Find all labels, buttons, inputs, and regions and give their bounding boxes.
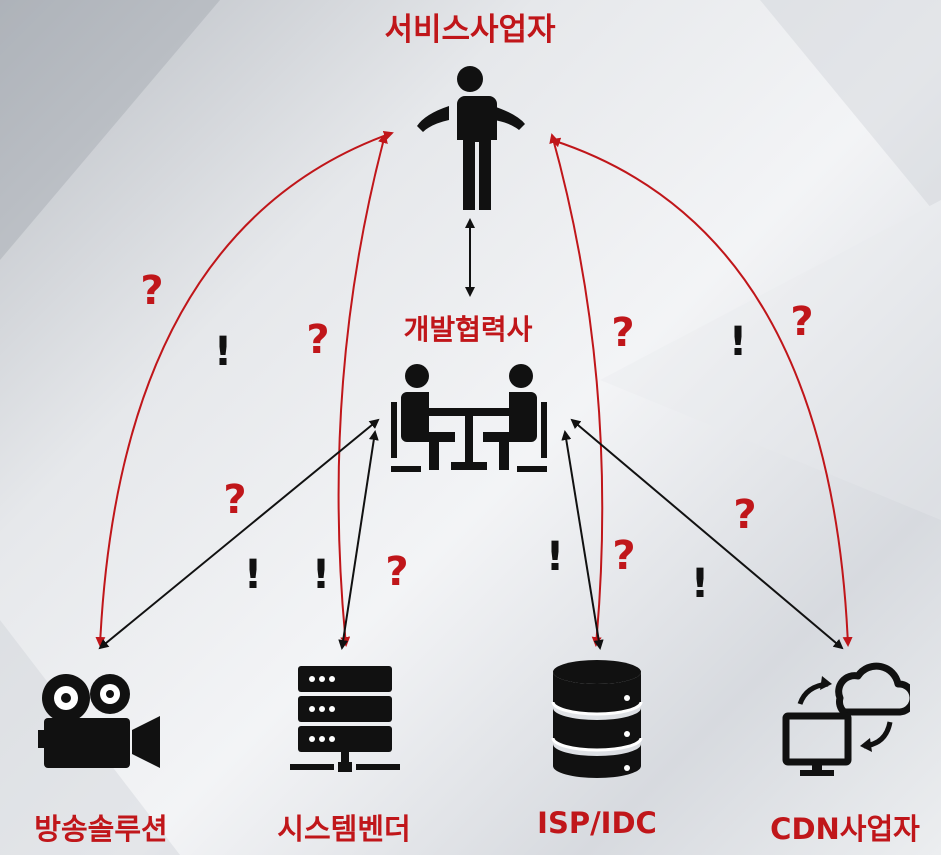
exclamation-mark: ! [311,552,331,598]
cloud-sync-icon [782,662,910,776]
exclamation-mark: ! [545,534,565,580]
label-system-vendor: 시스템벤더 [277,812,411,846]
question-mark: ? [223,477,247,523]
label-service-provider: 서비스사업자 [384,12,556,48]
question-mark: ? [385,549,409,595]
label-broadcast-solution: 방송솔루션 [34,812,168,846]
question-mark: ? [612,533,636,579]
question-mark: ? [790,299,814,345]
person-icon [417,66,525,210]
meeting-icon [391,364,547,472]
video-camera-icon [38,674,160,768]
label-dev-partner: 개발협력사 [403,313,533,346]
label-cdn-provider: CDN사업자 [770,812,920,846]
question-mark: ? [306,317,330,363]
arrow-devpartner-to-cdn [570,418,844,650]
exclamation-mark: ! [243,552,263,598]
database-icon [551,660,643,778]
question-mark: ? [611,310,635,356]
question-mark: ? [733,492,757,538]
label-isp-idc: ISP/IDC [537,806,657,840]
exclamation-mark: ! [728,319,748,365]
exclamation-mark: ! [690,561,710,607]
arrow-devpartner-to-broadcast [98,418,380,650]
arrow-devpartner-to-system [338,430,379,650]
question-mark: ? [140,268,164,314]
server-icon [290,666,400,772]
arrow-service-to-system [337,133,388,647]
arrow-devpartner-to-isp [561,430,604,650]
exclamation-mark: ! [213,329,233,375]
